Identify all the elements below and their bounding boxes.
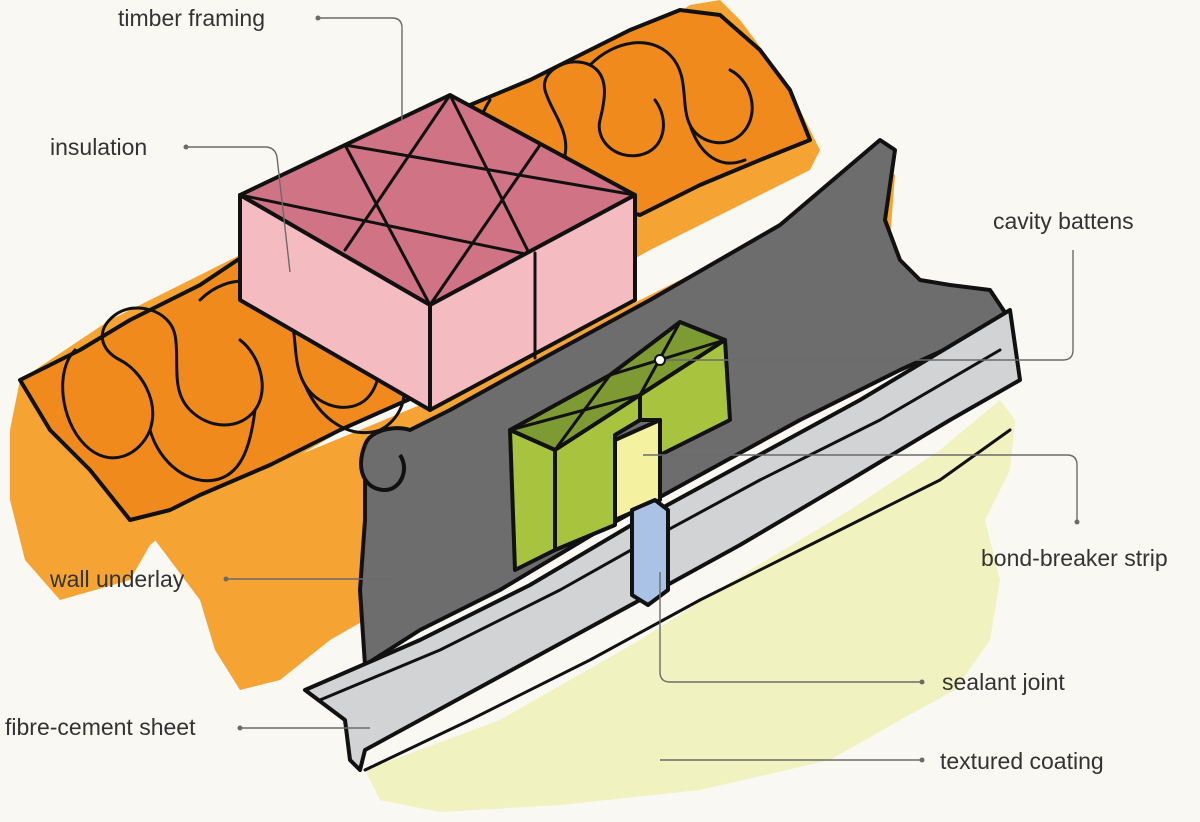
cavity-batten-left-face (510, 430, 555, 570)
label-textured-coating: textured coating (940, 748, 1104, 774)
label-cavity-battens: cavity battens (993, 208, 1134, 234)
leader-dot-fibre-cement-sheet (238, 726, 243, 731)
label-fibre-cement-sheet: fibre-cement sheet (5, 714, 196, 740)
label-timber-framing: timber framing (118, 5, 265, 31)
leader-timber-framing (318, 18, 402, 120)
label-bond-breaker-strip: bond-breaker strip (981, 545, 1168, 571)
label-wall-underlay: wall underlay (49, 566, 185, 592)
label-sealant-joint: sealant joint (942, 669, 1065, 695)
leader-target-cavity-battens (655, 355, 665, 365)
leader-dot-wall-underlay (224, 577, 229, 582)
leader-dot-bond-breaker (1075, 520, 1080, 525)
leader-dot-timber-framing (316, 16, 321, 21)
leader-dot-textured-coating (920, 758, 925, 763)
label-insulation: insulation (50, 134, 147, 160)
leader-dot-insulation (184, 145, 189, 150)
leader-dot-sealant-joint (920, 680, 925, 685)
sealant-joint (632, 500, 668, 605)
